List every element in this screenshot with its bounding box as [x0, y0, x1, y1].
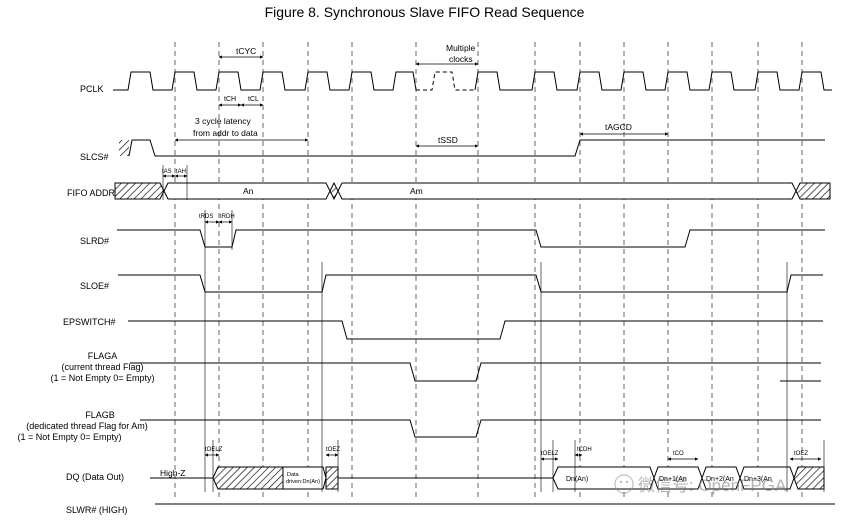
- tssd-label: tSSD: [438, 135, 458, 145]
- pclk-waveform: [113, 71, 832, 91]
- epswitch-label: EPSWITCH#: [63, 317, 116, 327]
- multiple-clocks-label: Multiple: [446, 43, 476, 53]
- dq-dn2-label: Dn+2(An: [706, 476, 734, 483]
- epswitch-waveform: [128, 320, 823, 340]
- high-z-label: High-Z: [160, 468, 186, 478]
- flaga-sublabel: (current thread Flag): [61, 362, 144, 372]
- data-driven-label: Data: [287, 472, 300, 478]
- watermark: 微信号: OpenFPGA: [614, 474, 787, 495]
- tcdh-label: tCDH: [577, 447, 592, 453]
- toez-label: tOEZ: [326, 447, 340, 453]
- dq-dn-label: Dn(An): [566, 476, 588, 483]
- dq-waveform: [150, 466, 825, 490]
- timing-arrows: [162, 55, 822, 461]
- dq-dn3-label: Dn+3(An: [744, 476, 772, 483]
- sloe-label: SLOE#: [80, 281, 110, 291]
- toez-label-2: tOEZ: [794, 451, 808, 457]
- flaga-label: FLAGA: [87, 351, 118, 361]
- tch-label: tCH: [224, 96, 236, 103]
- tco-label: tCO: [673, 451, 684, 457]
- dq-dn1-label: Dn+1(An: [659, 476, 687, 483]
- dq-label: DQ (Data Out): [66, 472, 125, 482]
- latency-label-2: from addr to data: [193, 128, 258, 138]
- flagb-waveform: [140, 419, 821, 438]
- sloe-waveform: [118, 274, 823, 293]
- data-driven-label-2: driven:Dn(An): [286, 479, 320, 485]
- flaga-waveform: [130, 362, 821, 382]
- edge-markers: [162, 165, 825, 492]
- latency-label: 3 cycle latency: [195, 116, 251, 126]
- tagcd-label: tAGCD: [605, 122, 632, 132]
- multiple-clocks-label-2: clocks: [449, 54, 473, 64]
- slcs-label: SLCS#: [80, 152, 109, 162]
- slcs-waveform: [119, 139, 825, 157]
- tas-label: tAS: [162, 169, 172, 175]
- dashed-guide-lines: [174, 42, 803, 500]
- watermark-text: 微信号: OpenFPGA: [638, 476, 787, 495]
- toelz-label: tOELZ: [205, 447, 223, 453]
- flaga-legend: (1 = Not Empty 0= Empty): [50, 373, 155, 383]
- trdh-label: tRDH: [220, 214, 235, 220]
- trds-label: tRDS: [199, 214, 213, 220]
- addr-an-label: An: [243, 186, 254, 196]
- tcl-label: tCL: [248, 96, 259, 103]
- flagb-label: FLAGB: [85, 410, 115, 420]
- flagb-sublabel: (dedicated thread Flag for Am): [26, 421, 148, 431]
- tcyc-label: tCYC: [236, 46, 256, 56]
- slrd-waveform: [117, 229, 825, 248]
- fifo-addr-label: FIFO ADDR: [67, 188, 116, 198]
- fifo-addr-waveform: [114, 181, 831, 201]
- toelz-label-2: tOELZ: [541, 451, 559, 457]
- flagb-legend: (1 = Not Empty 0= Empty): [17, 432, 122, 442]
- slwr-label: SLWR# (HIGH): [66, 505, 128, 515]
- tah-label: tAH: [176, 169, 186, 175]
- pclk-label: PCLK: [80, 84, 104, 94]
- slrd-label: SLRD#: [80, 236, 110, 246]
- addr-am-label: Am: [410, 186, 423, 196]
- figure-title: Figure 8. Synchronous Slave FIFO Read Se…: [264, 4, 585, 20]
